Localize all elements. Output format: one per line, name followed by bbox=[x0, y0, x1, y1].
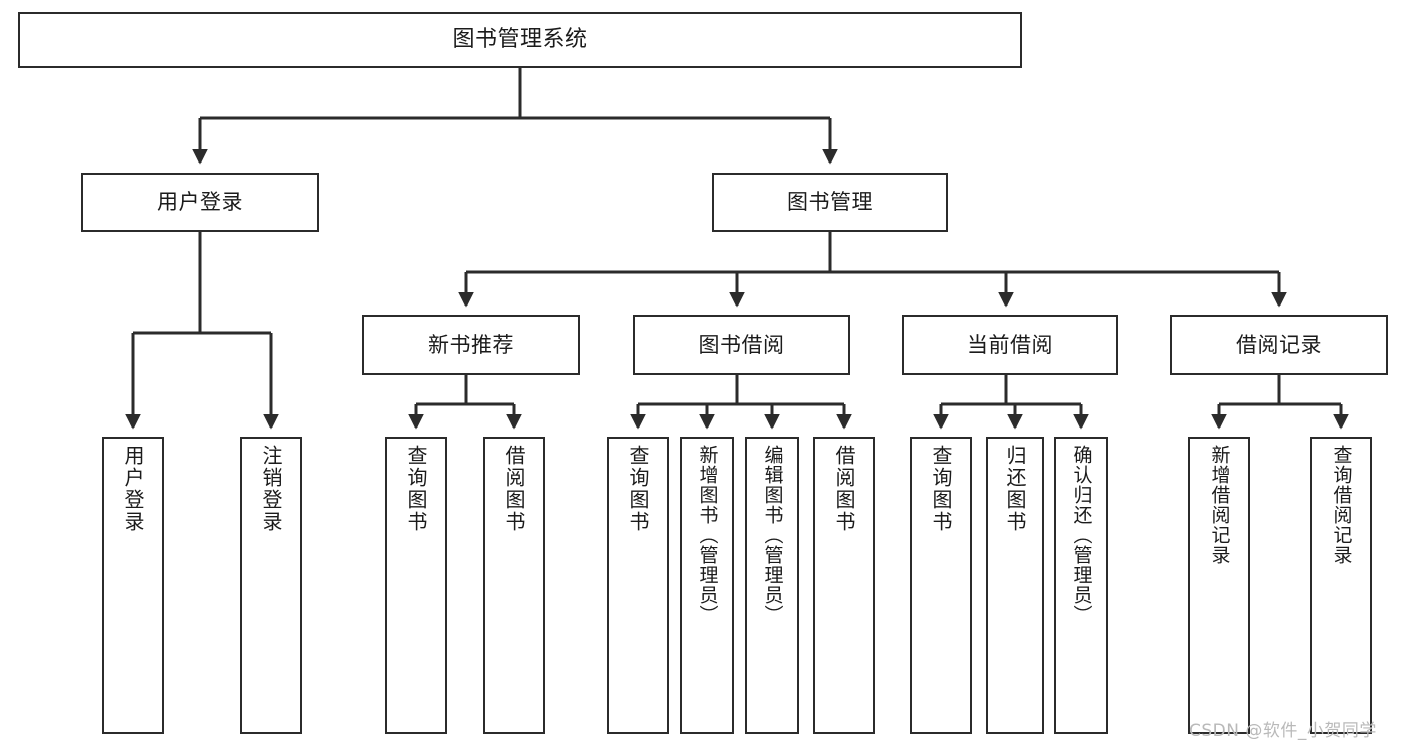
node-new-book-recommend-label: 新书推荐 bbox=[428, 332, 514, 357]
leaf-query-borrow-record[interactable]: 查询借阅记录 bbox=[1310, 437, 1372, 734]
node-new-book-recommend[interactable]: 新书推荐 bbox=[362, 315, 580, 375]
leaf-add-borrow-record[interactable]: 新增借阅记录 bbox=[1188, 437, 1250, 734]
leaf-add-book-admin-label: 新增图书（管理员） bbox=[696, 445, 719, 625]
leaf-user-login[interactable]: 用户登录 bbox=[102, 437, 164, 734]
leaf-user-logout[interactable]: 注销登录 bbox=[240, 437, 302, 734]
leaf-borrow-book-new-label: 借阅图书 bbox=[502, 445, 526, 533]
node-book-management[interactable]: 图书管理 bbox=[712, 173, 948, 232]
leaf-query-book-borrow-label: 查询图书 bbox=[626, 445, 650, 533]
leaf-borrow-book-new[interactable]: 借阅图书 bbox=[483, 437, 545, 734]
leaf-query-book-current-label: 查询图书 bbox=[929, 445, 953, 533]
leaf-query-book-current[interactable]: 查询图书 bbox=[910, 437, 972, 734]
node-root[interactable]: 图书管理系统 bbox=[18, 12, 1022, 68]
leaf-borrow-book[interactable]: 借阅图书 bbox=[813, 437, 875, 734]
leaf-edit-book-admin[interactable]: 编辑图书（管理员） bbox=[745, 437, 799, 734]
leaf-confirm-return-admin-label: 确认归还（管理员） bbox=[1070, 445, 1093, 625]
leaf-add-book-admin[interactable]: 新增图书（管理员） bbox=[680, 437, 734, 734]
node-book-borrow-label: 图书借阅 bbox=[698, 332, 785, 357]
leaf-return-book[interactable]: 归还图书 bbox=[986, 437, 1044, 734]
node-current-borrow-label: 当前借阅 bbox=[967, 332, 1053, 357]
node-root-label: 图书管理系统 bbox=[452, 27, 588, 53]
leaf-query-book-new[interactable]: 查询图书 bbox=[385, 437, 447, 734]
node-book-borrow[interactable]: 图书借阅 bbox=[633, 315, 850, 375]
node-book-management-label: 图书管理 bbox=[787, 190, 873, 215]
leaf-edit-book-admin-label: 编辑图书（管理员） bbox=[761, 445, 784, 625]
leaf-return-book-label: 归还图书 bbox=[1003, 445, 1027, 533]
node-user-login[interactable]: 用户登录 bbox=[81, 173, 319, 232]
leaf-user-logout-label: 注销登录 bbox=[259, 445, 283, 533]
csdn-watermark: CSDN @软件_小贺同学 bbox=[1189, 721, 1377, 741]
node-borrow-record[interactable]: 借阅记录 bbox=[1170, 315, 1388, 375]
leaf-query-book-new-label: 查询图书 bbox=[404, 445, 428, 533]
leaf-query-book-borrow[interactable]: 查询图书 bbox=[607, 437, 669, 734]
node-user-login-label: 用户登录 bbox=[157, 190, 243, 215]
node-borrow-record-label: 借阅记录 bbox=[1236, 332, 1322, 357]
leaf-query-borrow-record-label: 查询借阅记录 bbox=[1330, 445, 1353, 565]
leaf-user-login-label: 用户登录 bbox=[121, 445, 145, 533]
leaf-confirm-return-admin[interactable]: 确认归还（管理员） bbox=[1054, 437, 1108, 734]
leaf-add-borrow-record-label: 新增借阅记录 bbox=[1208, 445, 1231, 565]
node-current-borrow[interactable]: 当前借阅 bbox=[902, 315, 1118, 375]
leaf-borrow-book-label: 借阅图书 bbox=[832, 445, 856, 533]
